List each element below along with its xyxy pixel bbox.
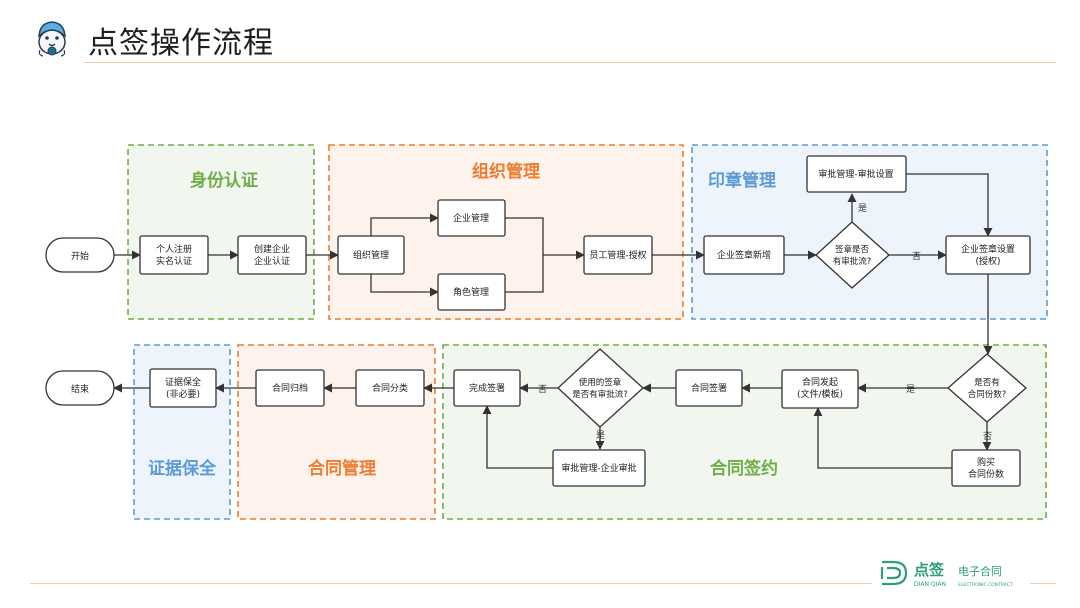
node-seal-setting-label-1: 企业签章设置 bbox=[961, 243, 1015, 255]
node-enterprise-mgmt bbox=[437, 199, 506, 237]
node-register bbox=[139, 235, 209, 275]
node-complete-sign-label: 完成签署 bbox=[469, 382, 505, 394]
node-buy-label-2: 合同份数 bbox=[968, 468, 1004, 480]
node-contract-sign bbox=[675, 369, 743, 407]
node-role-mgmt-label: 角色管理 bbox=[453, 286, 489, 298]
node-add-seal-label: 企业签章新增 bbox=[717, 249, 771, 261]
mascot-icon bbox=[38, 21, 66, 57]
node-launch-contract bbox=[781, 369, 859, 409]
node-seal-check-label-1: 签章是否 bbox=[835, 244, 870, 255]
node-launch-label-1: 合同发起 bbox=[802, 376, 838, 388]
section-title-seal: 印章管理 bbox=[708, 170, 776, 191]
brand-sub-cn: 电子合同 bbox=[958, 564, 1002, 578]
node-org-mgmt bbox=[337, 235, 405, 275]
node-register-label-2: 实名认证 bbox=[156, 255, 192, 267]
node-enterprise-mgmt-label: 企业管理 bbox=[453, 212, 489, 224]
section-title-contract-mgmt: 合同管理 bbox=[308, 458, 376, 479]
node-staff-mgmt bbox=[583, 235, 653, 275]
node-used-seal-label-2: 是否有审批流? bbox=[572, 389, 628, 400]
section-title-evidence: 证据保全 bbox=[148, 458, 217, 479]
page-title: 点签操作流程 bbox=[88, 26, 274, 61]
edge-label-yes-quota: 是 bbox=[906, 384, 915, 395]
node-start-label: 开始 bbox=[71, 250, 89, 262]
node-classify bbox=[355, 369, 425, 407]
node-classify-label: 合同分类 bbox=[372, 382, 408, 394]
section-title-org: 组织管理 bbox=[472, 161, 540, 182]
section-org bbox=[328, 144, 684, 320]
node-complete-sign bbox=[453, 369, 521, 407]
header-divider bbox=[84, 62, 1056, 63]
node-buy-label-1: 购买 bbox=[977, 456, 995, 468]
node-quota-check-label-1: 是否有 bbox=[974, 377, 1000, 388]
connectors bbox=[113, 173, 993, 469]
node-used-seal-label-1: 使用的签章 bbox=[579, 377, 622, 388]
node-seal-setting bbox=[945, 235, 1031, 275]
edge-label-no-seal: 否 bbox=[912, 251, 921, 262]
node-seal-check-label-2: 有审批流? bbox=[833, 256, 872, 267]
node-enterprise-approval-label: 审批管理-企业审批 bbox=[561, 462, 636, 474]
brand-logo: 点签 电子合同 DIAN QIAN ELECTRONIC CONTRACT bbox=[880, 560, 1013, 588]
node-quota-check bbox=[947, 353, 1027, 423]
brand-name-en: DIAN QIAN bbox=[914, 581, 946, 588]
node-contract-sign-label: 合同签署 bbox=[691, 382, 727, 394]
node-archive bbox=[255, 369, 325, 407]
node-buy-quota bbox=[951, 449, 1021, 487]
brand-mark-icon bbox=[880, 560, 908, 586]
edge-label-yes-seal: 是 bbox=[858, 203, 867, 214]
node-start bbox=[45, 237, 115, 273]
node-register-label-1: 个人注册 bbox=[156, 243, 192, 255]
section-identity bbox=[127, 144, 315, 320]
brand-name-cn: 点签 bbox=[914, 561, 945, 579]
node-used-seal-check bbox=[557, 348, 644, 428]
node-role-mgmt bbox=[437, 273, 506, 311]
node-approval-setting bbox=[806, 155, 907, 193]
section-title-identity: 身份认证 bbox=[190, 170, 258, 191]
node-quota-check-label-2: 合同份数? bbox=[968, 389, 1007, 400]
edge-label-no-used-seal: 否 bbox=[538, 384, 547, 395]
footer-divider-left bbox=[30, 583, 872, 584]
node-evidence bbox=[149, 368, 217, 408]
node-approval-setting-label: 审批管理-审批设置 bbox=[818, 168, 893, 180]
section-signing bbox=[442, 344, 1047, 520]
node-end-label: 结束 bbox=[71, 383, 89, 395]
edge-label-yes-used-seal: 是 bbox=[596, 430, 605, 441]
node-org-mgmt-label: 组织管理 bbox=[353, 249, 389, 261]
section-title-signing: 合同签约 bbox=[710, 458, 778, 479]
footer-divider-right bbox=[1030, 583, 1056, 584]
node-evidence-label-1: 证据保全 bbox=[165, 376, 201, 388]
node-add-seal bbox=[703, 235, 785, 275]
node-end bbox=[45, 370, 115, 406]
node-enterprise-approval bbox=[552, 449, 646, 487]
node-create-enterprise bbox=[237, 235, 307, 275]
node-archive-label: 合同归档 bbox=[272, 382, 308, 394]
edge-label-no-quota: 否 bbox=[983, 431, 992, 442]
node-seal-approval-check bbox=[815, 221, 890, 289]
node-create-label-1: 创建企业 bbox=[254, 243, 290, 255]
node-launch-label-2: (文件/模板) bbox=[797, 388, 843, 400]
node-staff-mgmt-label: 员工管理-授权 bbox=[589, 249, 646, 261]
node-evidence-label-2: (非必要) bbox=[166, 388, 200, 400]
node-create-label-2: 企业认证 bbox=[254, 255, 290, 267]
brand-sub-en: ELECTRONIC CONTRACT bbox=[958, 582, 1013, 588]
node-seal-setting-label-2: (授权) bbox=[975, 255, 1000, 267]
